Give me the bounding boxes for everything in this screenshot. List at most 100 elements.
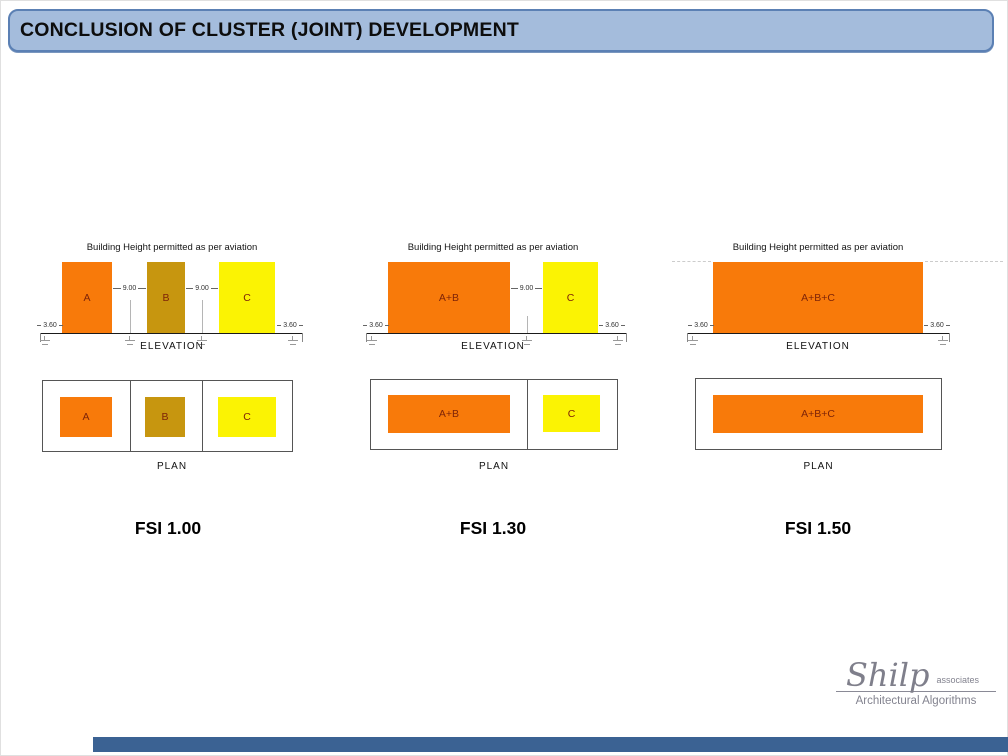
- extension-tick: [40, 333, 41, 342]
- setback-dimension: 3.60: [363, 322, 389, 329]
- ground-symbol: [40, 336, 50, 345]
- building-label: A+B+C: [801, 408, 835, 420]
- dimension-line: [138, 288, 146, 289]
- dimension-value: 9.00: [122, 285, 137, 292]
- dimension-line: [688, 325, 693, 326]
- setback-dimension: 3.60: [924, 322, 950, 329]
- plan-building-b: B: [145, 397, 185, 437]
- ground-symbol: [938, 336, 948, 345]
- building-label: A: [83, 291, 91, 304]
- gap-dimension: 9.00: [186, 285, 218, 292]
- plan-divider: [130, 380, 131, 452]
- dimension-line: [58, 325, 63, 326]
- ground-symbol: [522, 336, 532, 345]
- plan-building-a: A: [60, 397, 112, 437]
- setback-dimension: 3.60: [277, 322, 303, 329]
- aviation-height-caption: Building Height permitted as per aviatio…: [407, 242, 579, 253]
- company-logo: Shilp associates Architectural Algorithm…: [836, 656, 996, 707]
- extension-tick: [302, 333, 303, 342]
- dimension-line: [384, 325, 389, 326]
- setback-dimension: 3.60: [37, 322, 63, 329]
- height-limit-dashed-line: [925, 261, 1003, 262]
- dimension-value: 3.60: [930, 322, 944, 329]
- ground-line: [40, 333, 303, 334]
- dimension-line: [709, 325, 714, 326]
- plan-building-abc: A+B+C: [713, 395, 923, 433]
- plot-boundary-line: [130, 300, 131, 333]
- ground-symbol: [367, 336, 377, 345]
- building-label: A+B: [438, 291, 460, 304]
- fsi-value-label: FSI 1.50: [784, 518, 852, 538]
- elevation-label: ELEVATION: [786, 341, 850, 352]
- ground-symbol: [197, 336, 207, 345]
- setback-dimension: 3.60: [599, 322, 625, 329]
- plan-label: PLAN: [478, 461, 510, 472]
- plan-building-ab: A+B: [388, 395, 510, 433]
- elevation-building-ab: A+B: [388, 262, 510, 333]
- ground-line: [366, 333, 627, 334]
- plot-boundary-line: [527, 316, 528, 333]
- dimension-line: [945, 325, 950, 326]
- fsi-value-label: FSI 1.30: [459, 518, 527, 538]
- dimension-line: [363, 325, 368, 326]
- dimension-line: [620, 325, 625, 326]
- dimension-line: [511, 288, 518, 289]
- building-label: A: [82, 411, 90, 423]
- building-label: A+B+C: [801, 291, 835, 304]
- extension-tick: [687, 333, 688, 342]
- logo-brand-text: Shilp: [846, 656, 930, 694]
- dimension-value: 3.60: [694, 322, 708, 329]
- dimension-line: [210, 288, 218, 289]
- dimension-value: 3.60: [283, 322, 297, 329]
- setback-dimension: 3.60: [688, 322, 714, 329]
- dimension-line: [599, 325, 604, 326]
- dimension-line: [924, 325, 929, 326]
- elevation-building-abc: A+B+C: [713, 262, 923, 333]
- plot-boundary-line: [202, 300, 203, 333]
- elevation-label: ELEVATION: [461, 341, 525, 352]
- dimension-value: 9.00: [519, 285, 534, 292]
- title-bar: CONCLUSION OF CLUSTER (JOINT) DEVELOPMEN…: [8, 9, 994, 52]
- dimension-line: [186, 288, 194, 289]
- plan-building-c: C: [543, 395, 600, 432]
- elevation-label: ELEVATION: [140, 341, 204, 352]
- plan-divider: [202, 380, 203, 452]
- gap-dimension: 9.00: [113, 285, 146, 292]
- footer-accent-bar: [93, 737, 1008, 752]
- building-label: B: [161, 411, 169, 423]
- elevation-building-c: C: [543, 262, 598, 333]
- building-label: B: [162, 291, 170, 304]
- plan-label: PLAN: [803, 461, 834, 472]
- extension-tick: [626, 333, 627, 342]
- plan-divider: [527, 379, 528, 450]
- logo-wordmark-row: Shilp associates: [836, 656, 996, 694]
- dimension-line: [37, 325, 42, 326]
- height-limit-dashed-line: [672, 261, 711, 262]
- page-title: CONCLUSION OF CLUSTER (JOINT) DEVELOPMEN…: [20, 19, 519, 41]
- building-label: C: [243, 411, 251, 423]
- dimension-value: 3.60: [369, 322, 383, 329]
- dimension-line: [298, 325, 303, 326]
- ground-symbol: [688, 336, 698, 345]
- dimension-line: [277, 325, 282, 326]
- ground-symbol: [288, 336, 298, 345]
- extension-tick: [366, 333, 367, 342]
- logo-suffix-text: associates: [936, 675, 980, 686]
- aviation-height-caption: Building Height permitted as per aviatio…: [86, 242, 258, 253]
- elevation-building-c: C: [219, 262, 275, 333]
- building-label: C: [243, 291, 251, 304]
- building-label: C: [566, 291, 575, 304]
- dimension-line: [113, 288, 121, 289]
- elevation-building-a: A: [62, 262, 112, 333]
- elevation-building-b: B: [147, 262, 185, 333]
- plan-label: PLAN: [156, 461, 188, 472]
- fsi-value-label: FSI 1.00: [134, 518, 202, 538]
- ground-symbol: [613, 336, 623, 345]
- gap-dimension: 9.00: [511, 285, 542, 292]
- extension-tick: [949, 333, 950, 342]
- dimension-value: 3.60: [43, 322, 57, 329]
- plan-building-c: C: [218, 397, 276, 437]
- dimension-value: 9.00: [195, 285, 209, 292]
- ground-line: [687, 333, 950, 334]
